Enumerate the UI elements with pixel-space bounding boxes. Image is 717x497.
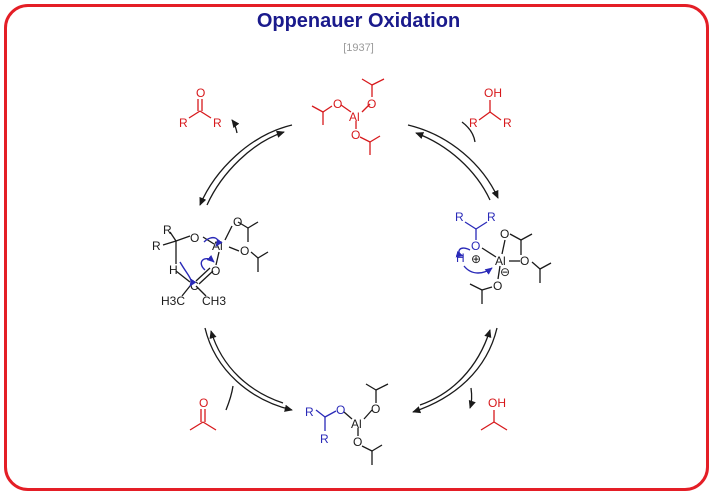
alkoxide-r-top: R [305, 405, 314, 419]
ts-o-alkoxide: O [190, 231, 199, 245]
arrow-bl-down [204, 327, 293, 412]
ketone-o: O [196, 86, 205, 100]
ts-o-upper: O [233, 215, 242, 229]
acetone-o: O [199, 396, 208, 410]
complex-h: H [456, 251, 465, 265]
alcohol-substrate [478, 100, 502, 121]
arrow-br-down [412, 327, 498, 414]
arrow-br-up [419, 329, 492, 406]
arrow-from-acetone [225, 385, 234, 411]
isopropanol-byproduct [480, 410, 508, 431]
ts-h: H [169, 263, 178, 277]
arrow-tl-up [206, 130, 285, 206]
al-atom-top: Al [349, 110, 360, 124]
arrow-bl-up [209, 330, 284, 404]
plus-charge: ⊕ [471, 252, 481, 266]
ts-electron-arrows [179, 236, 223, 287]
o-atom-top-left: O [333, 97, 342, 111]
alcohol-r-right: R [503, 116, 512, 130]
isopropanol-oh: OH [488, 396, 506, 410]
diagram-frame [4, 4, 709, 491]
alkoxide-o-bottom: O [353, 435, 362, 449]
o-atom-top-right: O [367, 97, 376, 111]
alkoxide-o-blue: O [336, 403, 345, 417]
complex-o-right: O [520, 254, 529, 268]
diagram-year: [1937] [343, 42, 374, 54]
alcohol-r-left: R [469, 116, 478, 130]
acetone-oxidant [189, 409, 217, 431]
alcohol-oh: OH [484, 86, 502, 100]
complex-r-right: R [487, 210, 496, 224]
arrow-to-isopropanol [468, 387, 476, 409]
ts-ch3-right: CH3 [202, 294, 226, 308]
aluminium-isopropoxide [311, 78, 385, 155]
ts-ch3-left: H3C [161, 294, 185, 308]
ketone-r-left: R [179, 116, 188, 130]
ts-r-left: R [152, 239, 161, 253]
minus-charge: ⊖ [500, 265, 510, 279]
arrow-tr-up [415, 132, 491, 201]
complex-r-left: R [455, 210, 464, 224]
ts-o-right: O [240, 244, 249, 258]
cycle-arrows [199, 119, 499, 414]
complex-o: O [471, 239, 480, 253]
ts-r-top: R [163, 223, 172, 237]
transition-state [162, 221, 269, 297]
ketone-product [188, 99, 212, 119]
alkoxide-al: Al [351, 417, 362, 431]
ts-o-carbonyl: O [211, 264, 220, 278]
ketone-r-right: R [213, 116, 222, 130]
arrow-from-alcohol [461, 121, 476, 143]
complex-al: Al [495, 254, 506, 268]
mixed-alkoxide [315, 383, 389, 465]
o-atom-top-bottom: O [351, 128, 360, 142]
alcohol-al-complex [464, 221, 552, 304]
complex-o-upper: O [500, 227, 509, 241]
complex-electron-arrows [455, 247, 493, 275]
complex-o-lower: O [493, 279, 502, 293]
arrow-to-ketone [231, 119, 240, 134]
alkoxide-o-right: O [371, 402, 380, 416]
alkoxide-r-bottom: R [320, 432, 329, 446]
arrow-tl-down [199, 124, 293, 206]
arrow-tr-down [407, 124, 499, 199]
diagram-title: Oppenauer Oxidation [256, 10, 461, 32]
